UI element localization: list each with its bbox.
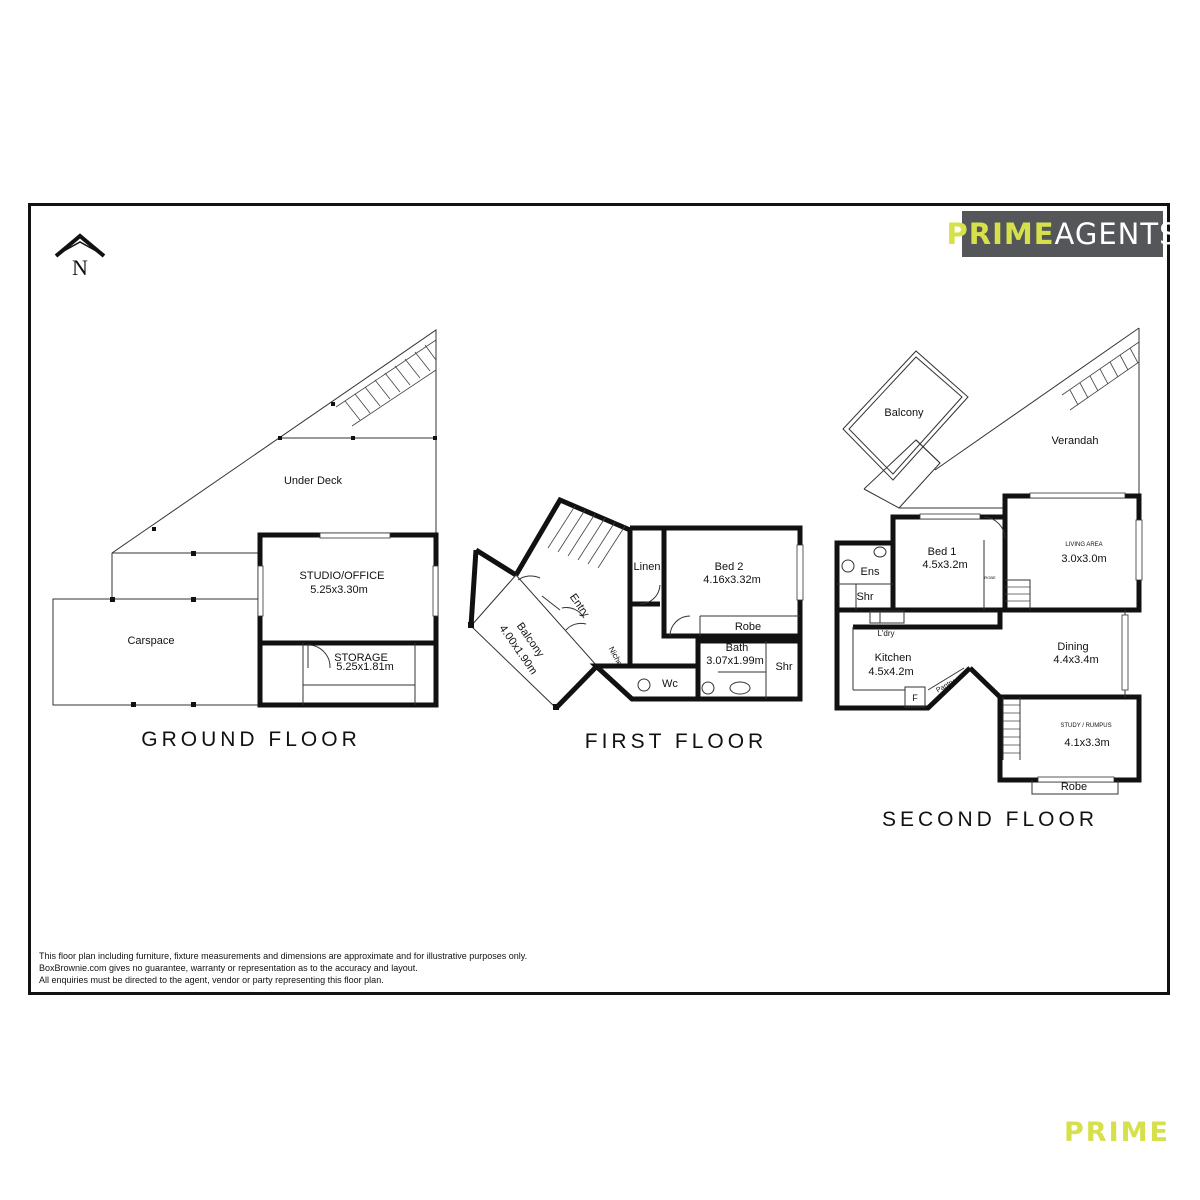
room-living-name: LIVING AREA xyxy=(1065,542,1102,548)
ground-floor-title: GROUND FLOOR xyxy=(141,728,361,751)
room-bed2-name: Bed 2 xyxy=(715,561,744,573)
room-bed2-size: 4.16x3.32m xyxy=(703,574,760,586)
room-fridge: F xyxy=(912,693,918,703)
room-living-size: 3.0x3.0m xyxy=(1061,553,1106,565)
room-wc: Wc xyxy=(662,678,678,690)
prime-brand-mark: PRIME xyxy=(1064,1117,1170,1148)
second-floor-title: SECOND FLOOR xyxy=(882,808,1098,831)
room-dining-name: Dining xyxy=(1057,641,1088,653)
disclaimer-line: All enquiries must be directed to the ag… xyxy=(39,975,384,985)
room-ldry: L'dry xyxy=(877,629,894,638)
room-storage-name: STORAGE xyxy=(334,652,388,664)
room-studio-size: 5.25x3.30m xyxy=(310,584,367,596)
second-stairs-icon xyxy=(1061,341,1140,411)
room-carspace: Carspace xyxy=(127,635,174,647)
room-robe-small: ROBE xyxy=(984,575,996,580)
ground-stairs-icon xyxy=(335,339,437,427)
room-bath-size: 3.07x1.99m xyxy=(706,655,763,667)
first-floor-plan: Linen Bed 2 4.16x3.32m Entry Balcony 4.0… xyxy=(468,496,804,753)
room-shr-first: Shr xyxy=(775,661,792,673)
first-floor-title: FIRST FLOOR xyxy=(585,730,767,753)
living-stairs-icon xyxy=(1005,579,1031,610)
room-ens: Ens xyxy=(861,566,880,578)
room-study-name: STUDY / RUMPUS xyxy=(1060,723,1111,729)
room-kitchen-name: Kitchen xyxy=(875,652,912,664)
room-under-deck: Under Deck xyxy=(284,475,343,487)
compass-letter: N xyxy=(72,255,88,280)
ground-floor-plan: Under Deck STUDIO/OFFICE 5.25x3.30m Cars… xyxy=(52,329,439,751)
floor-plan-frame xyxy=(28,203,1170,995)
room-kitchen-size: 4.5x4.2m xyxy=(868,666,913,678)
room-entry: Entry xyxy=(567,592,592,620)
room-study-size: 4.1x3.3m xyxy=(1064,737,1109,749)
logo-prime-text: PRIME xyxy=(946,217,1055,251)
room-shr-second: Shr xyxy=(856,591,873,603)
first-stairs-icon xyxy=(547,505,626,569)
room-dining-size: 4.4x3.4m xyxy=(1053,654,1098,666)
room-robe-second: Robe xyxy=(1061,781,1087,793)
room-bed1-size: 4.5x3.2m xyxy=(922,559,967,571)
room-bed1-name: Bed 1 xyxy=(928,546,957,558)
north-compass-icon: N xyxy=(54,233,106,280)
room-bath-name: Bath xyxy=(726,642,749,654)
room-storage-size: 5.25x1.81m xyxy=(336,661,393,673)
room-studio-name: STUDIO/OFFICE xyxy=(300,570,385,582)
logo-agents-text: AGENTS xyxy=(1054,217,1179,251)
disclaimer-line: BoxBrownie.com gives no guarantee, warra… xyxy=(39,963,418,973)
room-balcony-second: Balcony xyxy=(884,407,924,419)
study-stairs-icon xyxy=(1002,697,1021,760)
room-linen: Linen xyxy=(634,561,661,573)
second-floor-plan: Balcony Verandah Ens Bed 1 4.5x3.2m LIVI… xyxy=(834,327,1143,831)
disclaimer-line: This floor plan including furniture, fix… xyxy=(39,951,528,961)
disclaimer-text: This floor plan including furniture, fix… xyxy=(39,950,659,986)
room-verandah: Verandah xyxy=(1051,435,1098,447)
room-robe-first: Robe xyxy=(735,621,761,633)
